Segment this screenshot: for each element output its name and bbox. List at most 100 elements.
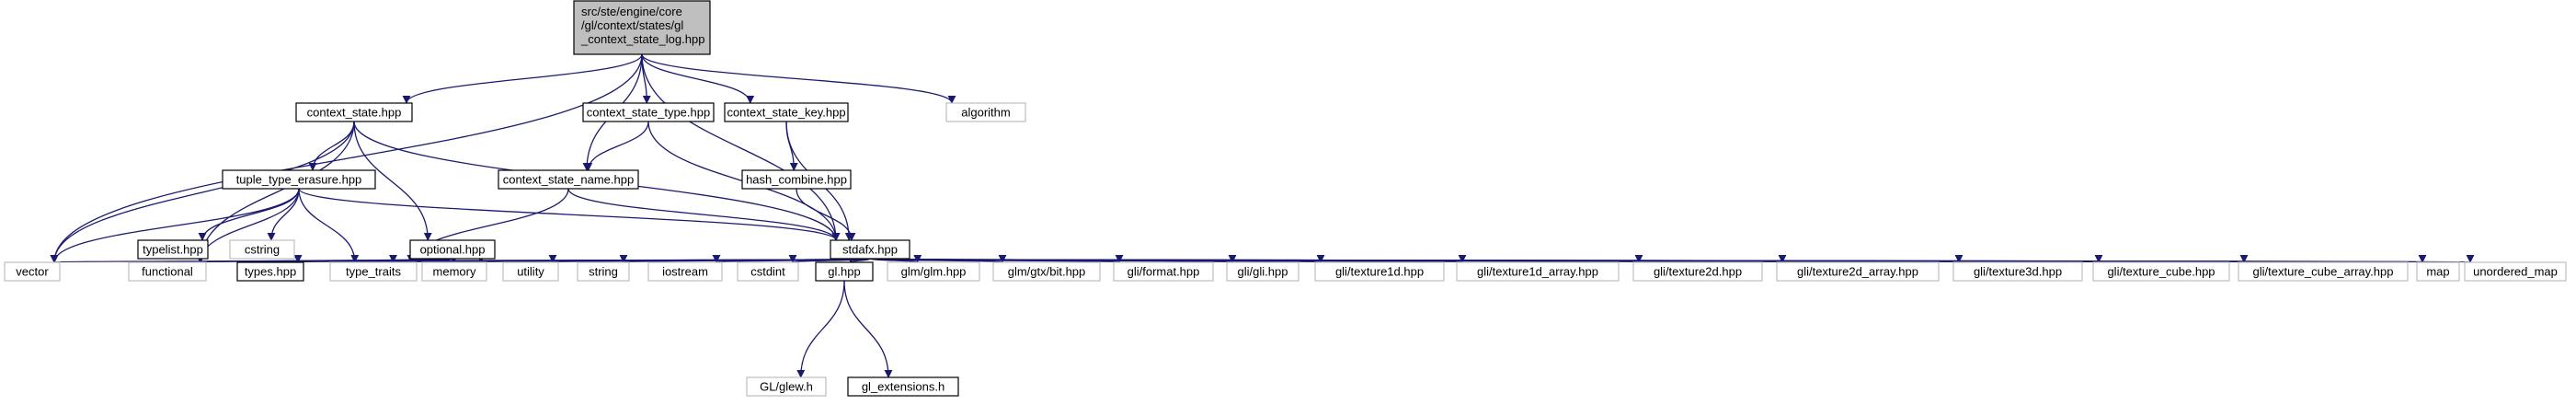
node-gli_texture_cube_array-label: gli/texture_cube_array.hpp	[2253, 265, 2394, 279]
node-memory[interactable]: memory	[421, 261, 487, 282]
node-gl_hpp[interactable]: gl.hpp	[815, 261, 874, 282]
edge-root-to-context_state_key	[641, 53, 755, 104]
node-context_state_key-label: context_state_key.hpp	[727, 106, 845, 120]
node-map[interactable]: map	[2416, 261, 2460, 282]
node-gli_texture1d_array-box[interactable]	[1456, 261, 1620, 282]
node-tuple_type_erasure[interactable]: tuple_type_erasure.hpp	[222, 169, 376, 190]
node-gli_texture_cube_array-box[interactable]	[2238, 261, 2409, 282]
node-gli_gli-box[interactable]	[1226, 261, 1299, 282]
node-typelist[interactable]: typelist.hpp	[137, 239, 209, 260]
node-type_traits-box[interactable]	[329, 261, 418, 282]
node-glm_gtx_bit-box[interactable]	[992, 261, 1101, 282]
node-context_state_type-label: context_state_type.hpp	[587, 106, 710, 120]
node-cstdint[interactable]: cstdint	[737, 261, 799, 282]
node-utility-label: utility	[517, 265, 544, 279]
node-root-label-line: _context_state_log.hpp	[580, 32, 704, 46]
node-gli_texture2d-box[interactable]	[1632, 261, 1763, 282]
node-root-box[interactable]	[573, 0, 711, 55]
node-utility[interactable]: utility	[502, 261, 559, 282]
node-hash_combine[interactable]: hash_combine.hpp	[741, 169, 852, 190]
node-functional-box[interactable]	[128, 261, 207, 282]
node-glm_glm[interactable]: glm/glm.hpp	[887, 261, 980, 282]
node-hash_combine-label: hash_combine.hpp	[746, 173, 847, 187]
node-stdafx-box[interactable]	[830, 239, 910, 260]
node-gli_format-box[interactable]	[1113, 261, 1214, 282]
node-gl_extensions-box[interactable]	[847, 376, 959, 397]
node-gli_texture2d-label: gli/texture2d.hpp	[1654, 265, 1742, 279]
node-gl_glew[interactable]: GL/glew.h	[746, 376, 827, 397]
node-gl_hpp-box[interactable]	[815, 261, 874, 282]
node-string-label: string	[589, 265, 618, 279]
node-iostream-box[interactable]	[647, 261, 723, 282]
node-gli_texture3d-box[interactable]	[1952, 261, 2083, 282]
node-context_state_key[interactable]: context_state_key.hpp	[724, 102, 849, 122]
node-tuple_type_erasure-box[interactable]	[222, 169, 376, 190]
node-algorithm-box[interactable]	[945, 102, 1026, 122]
node-context_state[interactable]: context_state.hpp	[295, 102, 413, 122]
node-map-box[interactable]	[2416, 261, 2460, 282]
node-typelist-box[interactable]	[137, 239, 209, 260]
node-gli_texture_cube-box[interactable]	[2092, 261, 2230, 282]
node-gl_extensions-label: gl_extensions.h	[862, 380, 945, 394]
node-stdafx[interactable]: stdafx.hpp	[830, 239, 910, 260]
node-unordered_map[interactable]: unordered_map	[2464, 261, 2567, 282]
edge-tuple_type_erasure-to-stdafx	[298, 188, 841, 241]
node-optional-label: optional.hpp	[420, 243, 486, 257]
node-context_state-box[interactable]	[295, 102, 413, 122]
node-context_state_name-box[interactable]	[498, 169, 639, 190]
edge-root-to-stdafx	[641, 53, 841, 241]
node-gli_texture2d_array-label: gli/texture2d_array.hpp	[1797, 265, 1918, 279]
node-root[interactable]: src/ste/engine/core/gl/context/states/gl…	[573, 0, 711, 55]
node-context_state_name[interactable]: context_state_name.hpp	[498, 169, 639, 190]
node-context_state_type-box[interactable]	[582, 102, 715, 122]
node-gli_gli[interactable]: gli/gli.hpp	[1226, 261, 1299, 282]
node-iostream-label: iostream	[662, 265, 708, 279]
node-memory-box[interactable]	[421, 261, 487, 282]
node-glm_gtx_bit-label: glm/gtx/bit.hpp	[1008, 265, 1086, 279]
node-optional[interactable]: optional.hpp	[409, 239, 496, 260]
node-optional-box[interactable]	[409, 239, 496, 260]
node-type_traits[interactable]: type_traits	[329, 261, 418, 282]
node-hash_combine-box[interactable]	[741, 169, 852, 190]
node-gli_format[interactable]: gli/format.hpp	[1113, 261, 1214, 282]
node-typelist-label: typelist.hpp	[143, 243, 203, 257]
node-vector-box[interactable]	[4, 261, 61, 282]
node-map-label: map	[2426, 265, 2449, 279]
node-types-box[interactable]	[236, 261, 304, 282]
node-gl_extensions[interactable]: gl_extensions.h	[847, 376, 959, 397]
node-gli_texture1d[interactable]: gli/texture1d.hpp	[1314, 261, 1445, 282]
node-string-box[interactable]	[577, 261, 630, 282]
node-cstring-box[interactable]	[229, 239, 295, 260]
node-string[interactable]: string	[577, 261, 630, 282]
edge-gl_hpp-to-gl_extensions	[843, 280, 893, 378]
node-algorithm[interactable]: algorithm	[945, 102, 1026, 122]
node-gli_texture2d_array[interactable]: gli/texture2d_array.hpp	[1776, 261, 1940, 282]
node-glm_glm-box[interactable]	[887, 261, 980, 282]
node-gli_texture1d_array[interactable]: gli/texture1d_array.hpp	[1456, 261, 1620, 282]
node-functional-label: functional	[142, 265, 193, 279]
node-gli_texture2d_array-box[interactable]	[1776, 261, 1940, 282]
node-context_state_type[interactable]: context_state_type.hpp	[582, 102, 715, 122]
node-functional[interactable]: functional	[128, 261, 207, 282]
node-glm_gtx_bit[interactable]: glm/gtx/bit.hpp	[992, 261, 1101, 282]
edge-context_state_type-to-context_state_name	[584, 121, 649, 171]
node-iostream[interactable]: iostream	[647, 261, 723, 282]
node-gli_texture1d-box[interactable]	[1314, 261, 1445, 282]
node-gli_texture_cube[interactable]: gli/texture_cube.hpp	[2092, 261, 2230, 282]
node-gli_texture_cube_array[interactable]: gli/texture_cube_array.hpp	[2238, 261, 2409, 282]
node-types-label: types.hpp	[245, 265, 296, 279]
node-vector[interactable]: vector	[4, 261, 61, 282]
node-utility-box[interactable]	[502, 261, 559, 282]
node-context_state_key-box[interactable]	[724, 102, 849, 122]
node-gli_texture1d_array-label: gli/texture1d_array.hpp	[1477, 265, 1598, 279]
node-gli_texture2d[interactable]: gli/texture2d.hpp	[1632, 261, 1763, 282]
node-gl_glew-box[interactable]	[746, 376, 827, 397]
node-types[interactable]: types.hpp	[236, 261, 304, 282]
node-unordered_map-box[interactable]	[2464, 261, 2567, 282]
node-cstdint-box[interactable]	[737, 261, 799, 282]
node-root-label-line: src/ste/engine/core	[581, 5, 682, 18]
edge-gl_hpp-to-gl_glew	[796, 280, 845, 378]
node-cstring[interactable]: cstring	[229, 239, 295, 260]
node-gli_texture3d[interactable]: gli/texture3d.hpp	[1952, 261, 2083, 282]
edge-root-to-algorithm	[641, 53, 956, 104]
